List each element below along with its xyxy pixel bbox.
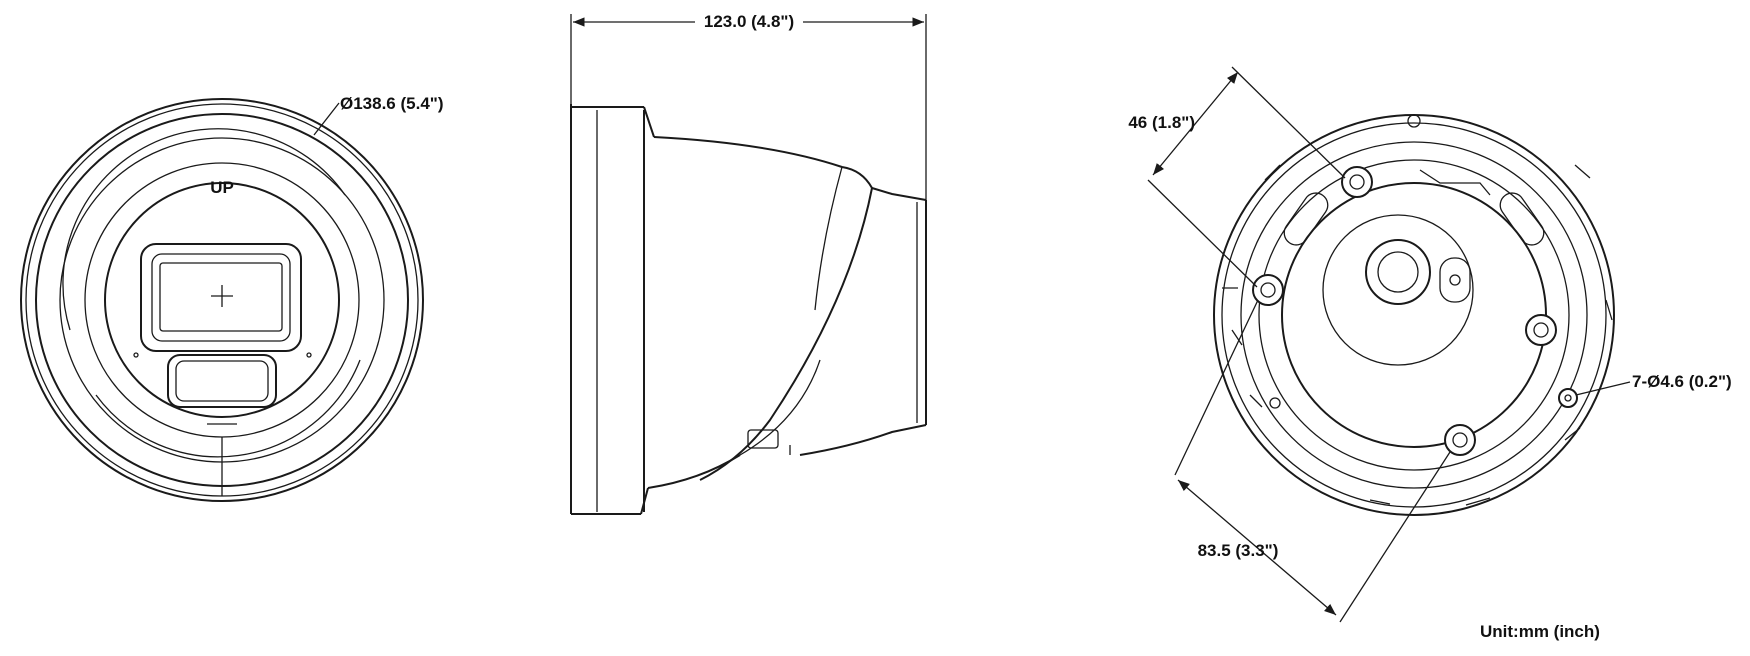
up-marking: UP bbox=[210, 178, 234, 197]
base-view bbox=[1213, 114, 1615, 516]
base-holes-callout: 7-Ø4.6 (0.2") bbox=[1575, 372, 1732, 396]
base-spacing-long-dimension: 83.5 (3.3") bbox=[1174, 299, 1451, 623]
base-spacing-long-label: 83.5 (3.3") bbox=[1198, 541, 1279, 560]
unit-note: Unit:mm (inch) bbox=[1480, 622, 1600, 641]
side-view bbox=[570, 104, 927, 515]
side-width-label: 123.0 (4.8") bbox=[704, 12, 794, 31]
front-diameter-label: Ø138.6 (5.4") bbox=[340, 94, 444, 113]
base-spacing-short-dimension: 46 (1.8") bbox=[1128, 66, 1346, 288]
base-spacing-short-label: 46 (1.8") bbox=[1128, 113, 1195, 132]
base-holes-label: 7-Ø4.6 (0.2") bbox=[1632, 372, 1732, 391]
front-diameter-callout: Ø138.6 (5.4") bbox=[313, 94, 444, 136]
front-view: UP bbox=[20, 98, 424, 502]
side-width-dimension: 123.0 (4.8") bbox=[570, 8, 927, 200]
